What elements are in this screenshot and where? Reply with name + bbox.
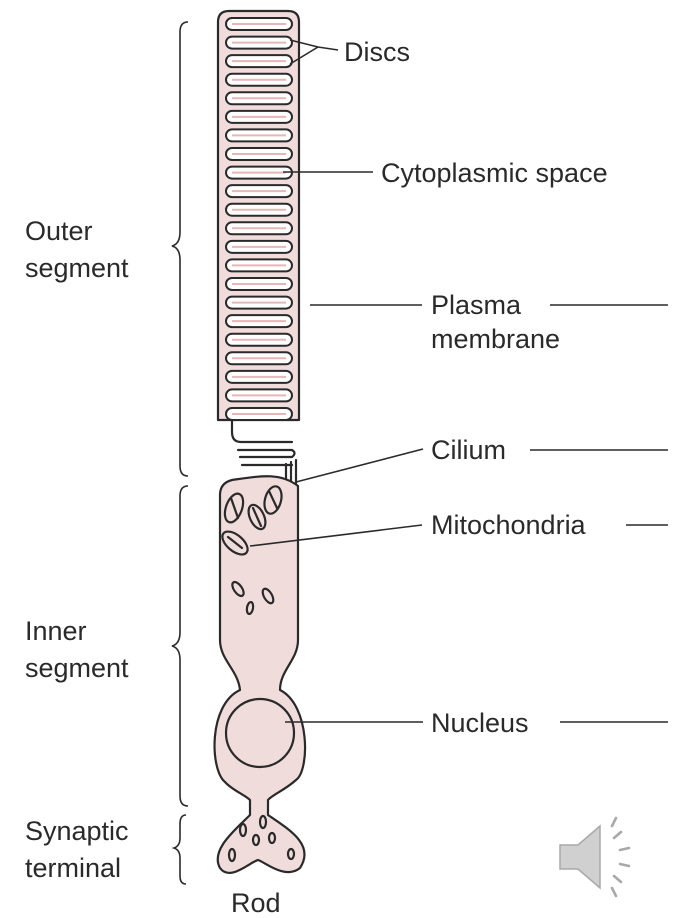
- label-cilium: Cilium: [431, 435, 506, 465]
- inner-segment: [215, 476, 306, 873]
- speaker-icon[interactable]: [560, 818, 629, 896]
- label-synaptic: Synaptic: [25, 816, 129, 846]
- label-cytoplasmic-space: Cytoplasmic space: [381, 158, 608, 188]
- outer-segment: [218, 11, 299, 465]
- leader-lines: [250, 40, 668, 722]
- label-mitochondria: Mitochondria: [431, 510, 587, 540]
- label-outer-segment: segment: [25, 253, 129, 283]
- braces: [172, 22, 188, 884]
- label-rod: Rod: [231, 888, 281, 918]
- label-terminal: terminal: [25, 853, 121, 883]
- label-outer: Outer: [25, 216, 93, 246]
- label-inner-segment: segment: [25, 653, 129, 683]
- membrane-folds: [232, 421, 295, 465]
- label-membrane: membrane: [431, 324, 560, 354]
- label-inner: Inner: [25, 616, 87, 646]
- label-plasma: Plasma: [431, 290, 522, 320]
- label-nucleus: Nucleus: [431, 708, 529, 738]
- label-discs: Discs: [344, 37, 410, 67]
